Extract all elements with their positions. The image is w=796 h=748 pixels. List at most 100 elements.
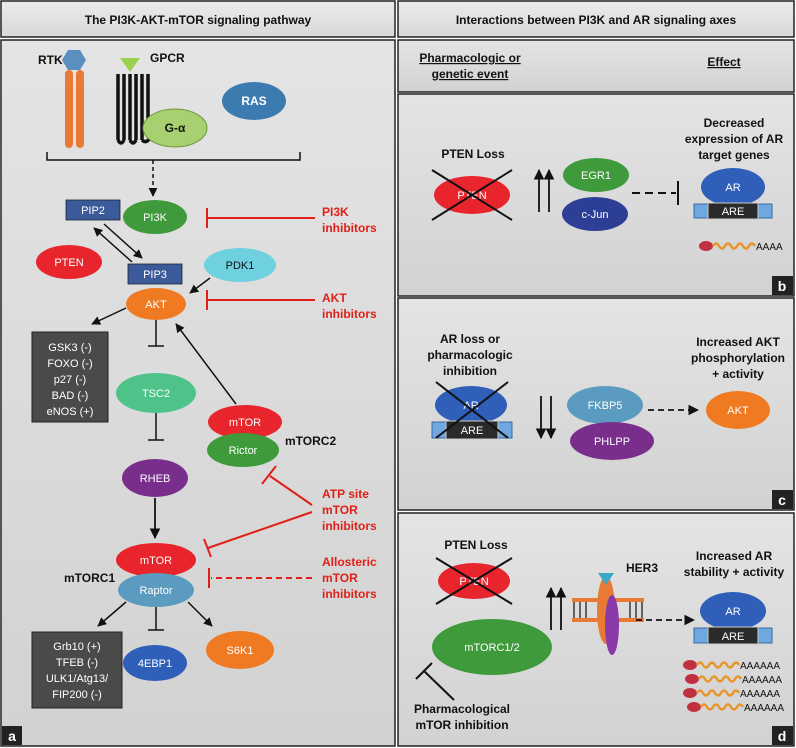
d-ar-label: AR: [725, 606, 740, 618]
pdk1-to-akt-arrow: [189, 277, 211, 294]
atp-inhibitor-bar-2: [203, 538, 212, 558]
allosteric-inhibitors-label-3: inhibitors: [322, 587, 377, 601]
c-are-label: ARE: [461, 425, 484, 437]
4ebp1-node: [123, 645, 187, 681]
d-effect-line-1: Increased AR: [696, 549, 773, 563]
d-mrna-2: [685, 674, 743, 684]
c-akt-node: [706, 391, 770, 429]
mtorc2-to-akt-arrow: [175, 323, 237, 405]
allosteric-inhibitors-label-2: mTOR: [322, 571, 358, 585]
g-alpha-label: G-α: [165, 121, 186, 135]
panel-d-letter: d: [778, 728, 787, 744]
pip2-node: [65, 199, 121, 221]
akt-target-4: BAD (-): [52, 390, 89, 402]
d-mrna-1: [683, 660, 741, 670]
pip3-to-pip2-arrow: [93, 227, 133, 263]
4ebp1-label: 4EBP1: [138, 658, 172, 670]
g-alpha-node: [142, 108, 208, 148]
d-polya-label-3: AAAAAA: [740, 689, 780, 700]
c-effect-line-3: + activity: [712, 367, 764, 381]
effect-header: Effect: [707, 55, 740, 69]
mtorc1-target-1: Grb10 (+): [53, 641, 100, 653]
rictor-label: Rictor: [229, 445, 258, 457]
ras-node: [222, 82, 286, 120]
raptor-node: [118, 573, 194, 607]
b-are-element: [707, 202, 759, 220]
akt-target-1: GSK3 (-): [48, 342, 91, 354]
b-are-label: ARE: [722, 206, 745, 218]
mtorc1-label: mTORC1: [64, 571, 115, 585]
atp-inhibitor-line-1: [269, 475, 313, 506]
pdk1-node: [204, 248, 276, 282]
egr1-node: [563, 158, 629, 192]
rtk-ligand-icon: [62, 50, 86, 70]
d-effect-line-2: stability + activity: [684, 565, 785, 579]
atp-inhibitors-label-2: mTOR: [322, 503, 358, 517]
panel-a-letter-box: [2, 726, 22, 745]
panel-b-letter-box: [772, 276, 793, 295]
d-pten-cross-2: [435, 557, 513, 605]
right-title: Interactions between PI3K and AR signali…: [456, 13, 737, 27]
c-event-line-2: pharmacologic: [427, 348, 513, 362]
rheb-label: RHEB: [140, 473, 171, 485]
her3-receptor: [572, 573, 644, 655]
left-title: The PI3K-AKT-mTOR signaling pathway: [85, 13, 312, 27]
s6k1-label: S6K1: [227, 645, 254, 657]
gpcr-receptor: [116, 74, 152, 145]
allosteric-inhibitors-label-1: Allosteric: [322, 555, 377, 569]
c-effect-line-1: Increased AKT: [696, 335, 780, 349]
d-mrna-4: [687, 702, 745, 712]
akt-to-targets-arrow: [91, 307, 127, 325]
mtor1-label: mTOR: [140, 555, 172, 567]
tsc2-node: [116, 373, 196, 413]
akt-node: [126, 288, 186, 320]
gpcr-label: GPCR: [150, 51, 185, 65]
panel-a-letter: a: [8, 728, 16, 744]
pi3k-label: PI3K: [143, 212, 168, 224]
mtorc12-node: [432, 619, 552, 675]
b-pten-loss-label: PTEN Loss: [441, 147, 505, 161]
right-header-frame: [397, 39, 795, 93]
rheb-node: [122, 459, 188, 497]
mtorc1-to-targets-arrow: [97, 601, 127, 627]
b-pten-cross-2: [431, 169, 513, 221]
b-ar-node: [701, 168, 765, 206]
fkbp5-node: [567, 386, 643, 424]
event-header-1: Pharmacologic or: [419, 51, 521, 65]
d-polya-label-1: AAAAAA: [740, 661, 780, 672]
rtk-label: RTK: [38, 53, 63, 67]
d-pharm-inhibit-line: [423, 670, 455, 701]
pi3k-node: [123, 200, 187, 234]
tsc2-label: TSC2: [142, 388, 170, 400]
atp-inhibitor-bar-1: [261, 465, 277, 485]
ras-label: RAS: [241, 94, 266, 108]
mtor2-label: mTOR: [229, 417, 261, 429]
left-title-bar: [0, 0, 396, 38]
fkbp5-label: FKBP5: [588, 400, 623, 412]
atp-inhibitors-label-1: ATP site: [322, 487, 369, 501]
d-are-label: ARE: [722, 631, 745, 643]
b-effect-line-1: Decreased: [704, 116, 765, 130]
pten-node: [36, 245, 102, 279]
right-title-bar: [397, 0, 795, 38]
mtorc1-targets-box: [31, 631, 123, 709]
gpcr-ligand-icon: [120, 58, 140, 72]
mtorc1-target-3: ULK1/Atg13/: [46, 673, 109, 685]
atp-inhibitor-line-2: [207, 511, 313, 549]
mtor1-node: [116, 543, 196, 577]
b-mrna-strand: [711, 242, 757, 250]
pip3-label: PIP3: [143, 269, 167, 281]
panel-b-letter: b: [778, 278, 787, 294]
pdk1-label: PDK1: [226, 260, 255, 272]
c-akt-label: AKT: [727, 405, 749, 417]
b-polya-label: AAAA: [756, 242, 783, 253]
pi3k-inhibitors-label-2: inhibitors: [322, 221, 377, 235]
d-polya-label-2: AAAAAA: [742, 675, 782, 686]
akt-target-2: FOXO (-): [47, 358, 92, 370]
rtk-receptor-left: [65, 70, 73, 148]
b-mrna-cap-icon: [699, 241, 713, 251]
akt-inhibitors-label-2: inhibitors: [322, 307, 377, 321]
mtor2-node: [208, 405, 282, 439]
atp-inhibitors-label-3: inhibitors: [322, 519, 377, 533]
akt-target-3: p27 (-): [54, 374, 86, 386]
